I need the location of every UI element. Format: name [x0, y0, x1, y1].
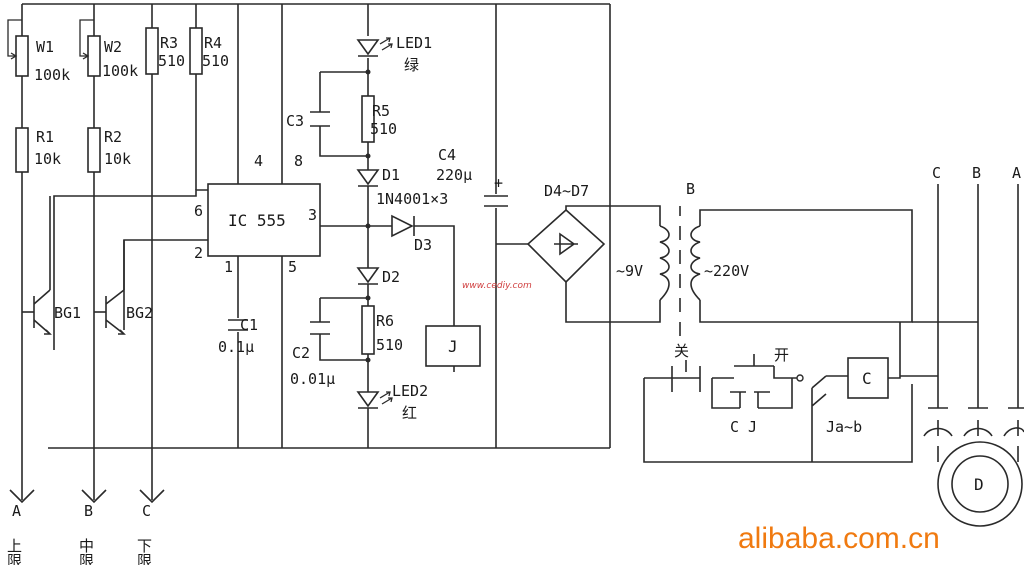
r1-resistor: R1 10k [15, 127, 61, 173]
motor: D [937, 441, 1023, 527]
r6-value: 510 [376, 336, 403, 354]
relay-contact-label: Ja~b [826, 418, 862, 436]
off-switch-label: 关 [674, 342, 689, 360]
c1-value: 0.1μ [218, 338, 254, 356]
ic-pin-8: 8 [294, 152, 303, 170]
r2-resistor: R2 10k [87, 127, 131, 173]
junction-dots [365, 69, 371, 363]
r5-value: 510 [370, 120, 397, 138]
w1-label: W1 [36, 38, 54, 56]
ic-pin-2: 2 [194, 244, 203, 262]
c2-capacitor: C2 0.01μ [290, 321, 335, 388]
motor-label: D [974, 475, 984, 494]
led2-label: LED2 [392, 382, 428, 400]
r2-label: R2 [104, 128, 122, 146]
w1-potentiometer: W1 100k [7, 4, 70, 482]
ic-pin-6: 6 [194, 202, 203, 220]
control-circuit: 关 开 C J Ja~b C [643, 322, 913, 463]
r3-value: 510 [158, 52, 185, 70]
secondary-voltage: ~9V [616, 262, 643, 280]
site-watermark: www.cediy.com [462, 281, 532, 291]
transformer-label: B [686, 180, 695, 198]
probe-a-label: 上限 [5, 538, 23, 565]
d3-diode: D3 1N4001×3 [376, 190, 448, 254]
ic555-chip: IC 555 6 2 1 5 3 4 8 [194, 152, 321, 276]
c4-capacitor: + C4 220μ [436, 146, 508, 208]
probe-b-label: 中限 [77, 538, 95, 565]
c3-label: C3 [286, 112, 304, 130]
r1-value: 10k [34, 150, 61, 168]
r3-label: R3 [160, 34, 178, 52]
led1: LED1 绿 [356, 34, 432, 74]
probe-a-letter: A [12, 502, 21, 520]
led2-color: 红 [402, 404, 417, 422]
r5-resistor: R5 510 [361, 95, 397, 143]
led1-color: 绿 [404, 56, 419, 74]
relay-coil-label: J [448, 337, 458, 356]
ic-pin-3: 3 [308, 206, 317, 224]
c1-capacitor: C1 0.1μ [218, 316, 258, 356]
r6-resistor: R6 510 [361, 305, 403, 355]
d2-diode: D2 [356, 267, 400, 286]
r4-resistor: R4 510 [189, 27, 229, 75]
r3-resistor: R3 510 [145, 27, 185, 482]
ic-pin-4: 4 [254, 152, 263, 170]
bg1-label: BG1 [54, 304, 81, 322]
r4-value: 510 [202, 52, 229, 70]
d1-diode: D1 [356, 166, 400, 187]
contactor-coil-label: C [862, 369, 872, 388]
bridge-rectifier: D4~D7 [496, 182, 661, 323]
bg2-label: BG2 [126, 304, 153, 322]
d2-label: D2 [382, 268, 400, 286]
c1-label: C1 [240, 316, 258, 334]
bg2-transistor: BG2 [94, 240, 153, 335]
led1-label: LED1 [396, 34, 432, 52]
probe-b: B 中限 [77, 482, 107, 565]
probe-c-label: 下限 [135, 538, 153, 565]
r1-label: R1 [36, 128, 54, 146]
c4-label: C4 [438, 146, 456, 164]
d1-label: D1 [382, 166, 400, 184]
bridge-label: D4~D7 [544, 182, 589, 200]
r4-label: R4 [204, 34, 222, 52]
probe-c-letter: C [142, 502, 151, 520]
bg1-transistor: BG1 [22, 196, 81, 335]
d3-label: D3 [414, 236, 432, 254]
w2-potentiometer: W2 100k [79, 4, 138, 482]
led2: LED2 红 [356, 382, 428, 422]
on-switch-label: 开 [774, 346, 789, 364]
probe-b-letter: B [84, 502, 93, 520]
r6-label: R6 [376, 312, 394, 330]
transformer: B ~9V ~220V [616, 180, 913, 336]
svg-text:+: + [494, 174, 503, 192]
w2-value: 100k [102, 62, 138, 80]
c2-value: 0.01μ [290, 370, 335, 388]
w1-value: 100k [34, 66, 70, 84]
holding-contacts-label: C J [730, 418, 757, 436]
c3-capacitor: C3 [286, 111, 330, 130]
phase-b-label: B [972, 164, 981, 182]
c4-value: 220μ [436, 166, 472, 184]
ic-pin-5: 5 [288, 258, 297, 276]
primary-voltage: ~220V [704, 262, 749, 280]
r2-value: 10k [104, 150, 131, 168]
brand-watermark: alibaba.com.cn [738, 522, 940, 555]
phase-c-label: C [932, 164, 941, 182]
probe-a: A 上限 [5, 482, 35, 565]
ic555-label: IC 555 [228, 211, 286, 230]
c2-label: C2 [292, 344, 310, 362]
d3-part-label: 1N4001×3 [376, 190, 448, 208]
ic-pin-1: 1 [224, 258, 233, 276]
probe-c: C 下限 [135, 482, 165, 565]
r5-label: R5 [372, 102, 390, 120]
phase-a-label: A [1012, 164, 1021, 182]
relay-coil-j: J [425, 325, 481, 367]
phase-lines: C B A [900, 164, 1024, 462]
w2-label: W2 [104, 38, 122, 56]
